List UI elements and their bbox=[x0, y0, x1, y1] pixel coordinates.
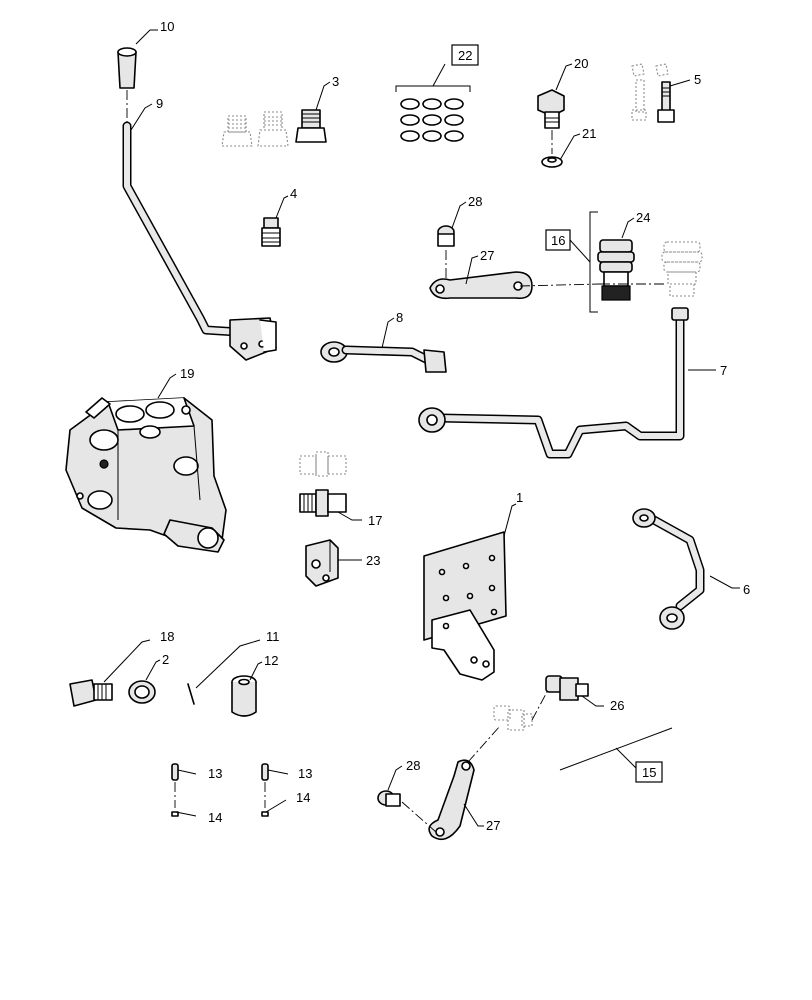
callout-11: 11 bbox=[266, 629, 280, 644]
knob-part bbox=[117, 47, 137, 126]
valve-cartridge-part bbox=[597, 239, 635, 301]
bracket-top-part bbox=[429, 271, 533, 300]
callout-14-left: 14 bbox=[208, 810, 222, 825]
callout-2: 2 bbox=[162, 652, 169, 667]
bracket-bottom-part bbox=[401, 725, 501, 841]
washer-part bbox=[541, 156, 563, 168]
control-valve-part bbox=[65, 397, 227, 553]
callout-8: 8 bbox=[396, 310, 403, 325]
callout-26: 26 bbox=[610, 698, 624, 713]
callout-17: 17 bbox=[368, 513, 382, 528]
sleeve-part bbox=[231, 675, 257, 717]
callout-20: 20 bbox=[574, 56, 588, 71]
callout-27-bottom: 27 bbox=[486, 818, 500, 833]
screw-part bbox=[631, 63, 675, 123]
tube-long-part bbox=[418, 307, 689, 459]
callout-10: 10 bbox=[160, 19, 174, 34]
callout-7: 7 bbox=[720, 363, 727, 378]
callout-27-top: 27 bbox=[480, 248, 494, 263]
pivot-pin-bottom-part bbox=[377, 790, 401, 807]
tube-curved-part bbox=[632, 508, 705, 630]
lever-rod-part bbox=[122, 121, 277, 361]
sensor-switch-ghost bbox=[493, 705, 533, 731]
adapter-fitting-part bbox=[299, 489, 347, 517]
pin-left-part bbox=[171, 763, 179, 817]
callout-24: 24 bbox=[636, 210, 650, 225]
tube-small-part bbox=[320, 341, 447, 373]
callout-19: 19 bbox=[180, 366, 194, 381]
plug-fittings-part bbox=[221, 109, 327, 147]
fitting-part bbox=[69, 679, 113, 707]
callout-22: 22 bbox=[458, 48, 472, 63]
callout-23: 23 bbox=[366, 553, 380, 568]
callout-5: 5 bbox=[694, 72, 701, 87]
callout-16: 16 bbox=[551, 233, 565, 248]
callout-21: 21 bbox=[582, 126, 596, 141]
pin-right-part bbox=[261, 763, 269, 817]
callout-6: 6 bbox=[743, 582, 750, 597]
callout-13-right: 13 bbox=[298, 766, 312, 781]
o-ring-kit-part bbox=[395, 63, 471, 142]
pivot-pin-part bbox=[437, 225, 455, 282]
adapter-fitting-ghost bbox=[299, 451, 347, 477]
callout-1: 1 bbox=[516, 490, 523, 505]
callout-12: 12 bbox=[264, 653, 278, 668]
callout-28-bottom: 28 bbox=[406, 758, 420, 773]
callout-28-top: 28 bbox=[468, 194, 482, 209]
callout-4: 4 bbox=[290, 186, 297, 201]
mounting-plate-part bbox=[423, 531, 507, 681]
banjo-bolt-part bbox=[261, 217, 281, 247]
callout-14-right: 14 bbox=[296, 790, 310, 805]
callout-15: 15 bbox=[642, 765, 656, 780]
clamp-block-part bbox=[305, 539, 339, 587]
bolt-part bbox=[537, 89, 565, 154]
callout-9: 9 bbox=[156, 96, 163, 111]
callout-18: 18 bbox=[160, 629, 174, 644]
callout-13-left: 13 bbox=[208, 766, 222, 781]
sensor-switch-part bbox=[531, 675, 589, 721]
spring-pin-part bbox=[187, 683, 195, 705]
seal-ring-part bbox=[128, 680, 156, 704]
valve-cartridge-ghost bbox=[600, 241, 703, 297]
callout-3: 3 bbox=[332, 74, 339, 89]
